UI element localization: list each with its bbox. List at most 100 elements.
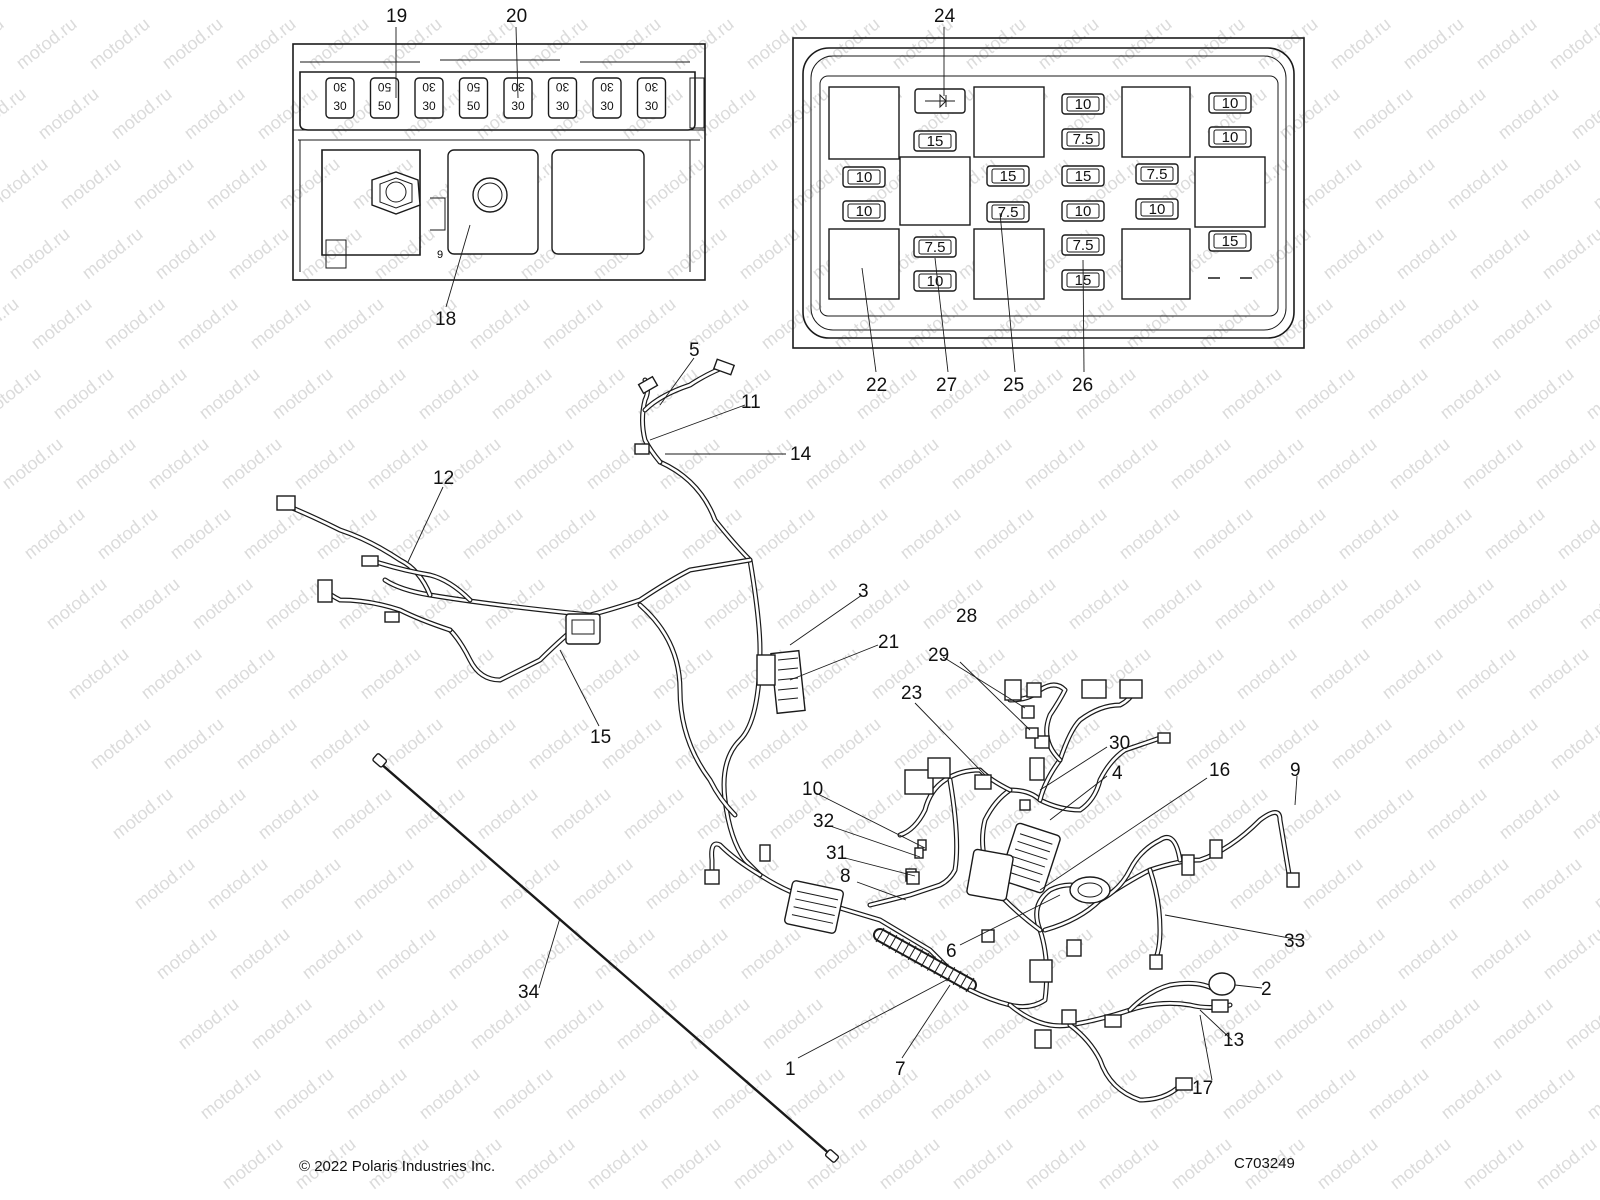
watermark-text: motod.ru <box>1348 84 1416 144</box>
watermark-text: motod.ru <box>27 294 95 354</box>
watermark-text: motod.ru <box>1377 0 1445 3</box>
callout-2: 2 <box>1261 979 1272 1000</box>
watermark-text: motod.ru <box>108 784 176 844</box>
watermark-text: motod.ru <box>217 434 285 494</box>
mini-fuse <box>986 201 1030 223</box>
watermark-text: motod.ru <box>209 0 277 3</box>
power-fuse <box>592 77 622 119</box>
mini-fuse-body <box>1066 237 1100 253</box>
mini-fuse <box>913 236 957 258</box>
watermark-text: motod.ru <box>838 784 906 844</box>
sleeve-rib <box>933 959 943 975</box>
power-fuse <box>325 77 355 119</box>
mini-fuse-rating: 10 <box>1075 203 1092 220</box>
watermark-text: motod.ru <box>1568 784 1600 844</box>
watermark-text: motod.ru <box>100 294 168 354</box>
power-fuse-rating-top: 50 <box>378 80 392 94</box>
power-fuse-rating-top: 30 <box>333 80 347 94</box>
watermark-text: motod.ru <box>634 1064 702 1124</box>
watermark-text: motod.ru <box>1538 224 1600 284</box>
callout-29: 29 <box>928 645 949 666</box>
mini-fuse <box>1135 198 1179 220</box>
callout-33: 33 <box>1284 931 1305 952</box>
callout-19: 19 <box>386 6 407 27</box>
mini-fuse-rating: 15 <box>1000 168 1017 185</box>
watermark-text: motod.ru <box>793 0 861 3</box>
figure-id: C703249 <box>1234 1155 1295 1172</box>
watermark-text: motod.ru <box>611 294 679 354</box>
watermark-text: motod.ru <box>64 644 132 704</box>
mini-fuse-body <box>991 168 1025 184</box>
watermark-text: motod.ru <box>34 84 102 144</box>
watermark-text: motod.ru <box>1166 434 1234 494</box>
watermark-text: motod.ru <box>136 0 204 3</box>
watermark-text: motod.ru <box>203 854 271 914</box>
mini-fuse-rating: 15 <box>1222 233 1239 250</box>
watermark-text: motod.ru <box>1451 644 1519 704</box>
mini-fuse-body <box>1140 201 1174 217</box>
sleeve-rib <box>894 938 904 953</box>
watermark-text: motod.ru <box>231 14 299 74</box>
watermark-text: motod.ru <box>830 294 898 354</box>
watermark-text: motod.ru <box>1210 574 1278 634</box>
sleeve-rib <box>881 931 891 946</box>
mini-fuse-body <box>918 239 952 255</box>
watermark-text: motod.ru <box>422 854 490 914</box>
power-fuse <box>547 77 578 119</box>
watermark-text: motod.ru <box>1459 1134 1527 1194</box>
watermark-text: motod.ru <box>875 1134 943 1194</box>
power-fuse-rating: 30 <box>333 99 347 113</box>
watermark-text: motod.ru <box>1458 434 1526 494</box>
watermark-text: motod.ru <box>961 14 1029 74</box>
watermark-text: motod.ru <box>1158 0 1226 3</box>
watermark-text: motod.ru <box>1057 784 1125 844</box>
watermark-text: motod.ru <box>750 504 818 564</box>
watermark-text: motod.ru <box>612 994 680 1054</box>
watermark-text: motod.ru <box>370 224 438 284</box>
power-fuse <box>458 77 489 119</box>
power-fuse-rating-top: 30 <box>600 80 614 94</box>
mini-fuse-body <box>847 169 881 185</box>
watermark-text: motod.ru <box>1313 1134 1381 1194</box>
callout-24: 24 <box>934 6 956 27</box>
watermark-text: motod.ru <box>1167 1134 1235 1194</box>
mini-fuse-body <box>1140 166 1174 182</box>
watermark-text: motod.ru <box>713 154 781 214</box>
mini-fuse-rating: 10 <box>927 273 944 290</box>
watermark-text: motod.ru <box>1392 224 1460 284</box>
watermark-text: motod.ru <box>815 14 883 74</box>
watermark-text: motod.ru <box>640 154 708 214</box>
watermark-text: motod.ru <box>1174 924 1242 984</box>
callout-23: 23 <box>901 683 922 704</box>
watermark-text: motod.ru <box>283 644 351 704</box>
watermark-text: motod.ru <box>305 714 373 774</box>
watermark-text: motod.ru <box>574 0 642 3</box>
watermark-text: motod.ru <box>802 1134 870 1194</box>
mini-fuse-body <box>1066 203 1100 219</box>
watermark-text: motod.ru <box>349 854 417 914</box>
watermark-text: motod.ru <box>1094 1134 1162 1194</box>
watermark-text: motod.ru <box>415 1064 483 1124</box>
watermark-text: motod.ru <box>1180 14 1248 74</box>
watermark-text: motod.ru <box>1437 1064 1505 1124</box>
power-fuse <box>369 77 400 119</box>
watermark-text: motod.ru <box>1450 0 1518 3</box>
watermark-text: motod.ru <box>495 854 563 914</box>
watermark-text: motod.ru <box>560 364 628 424</box>
mini-fuse <box>1061 234 1105 256</box>
watermark-text: motod.ru <box>115 574 183 634</box>
watermark-text: motod.ru <box>1429 574 1497 634</box>
power-distribution-inset: 9 <box>292 43 706 281</box>
watermark-text: motod.ru <box>195 364 263 424</box>
watermark-text: motod.ru <box>1567 84 1600 144</box>
watermark-text: motod.ru <box>736 924 804 984</box>
power-fuse-rating: 30 <box>422 99 436 113</box>
watermark-text: motod.ru <box>1020 434 1088 494</box>
watermark-text: motod.ru <box>414 364 482 424</box>
watermark-text: motod.ru <box>1494 84 1562 144</box>
watermark-text: motod.ru <box>1472 14 1540 74</box>
callout-7: 7 <box>895 1059 906 1080</box>
watermark-text: motod.ru <box>1531 434 1599 494</box>
sleeve-rib <box>914 949 924 964</box>
